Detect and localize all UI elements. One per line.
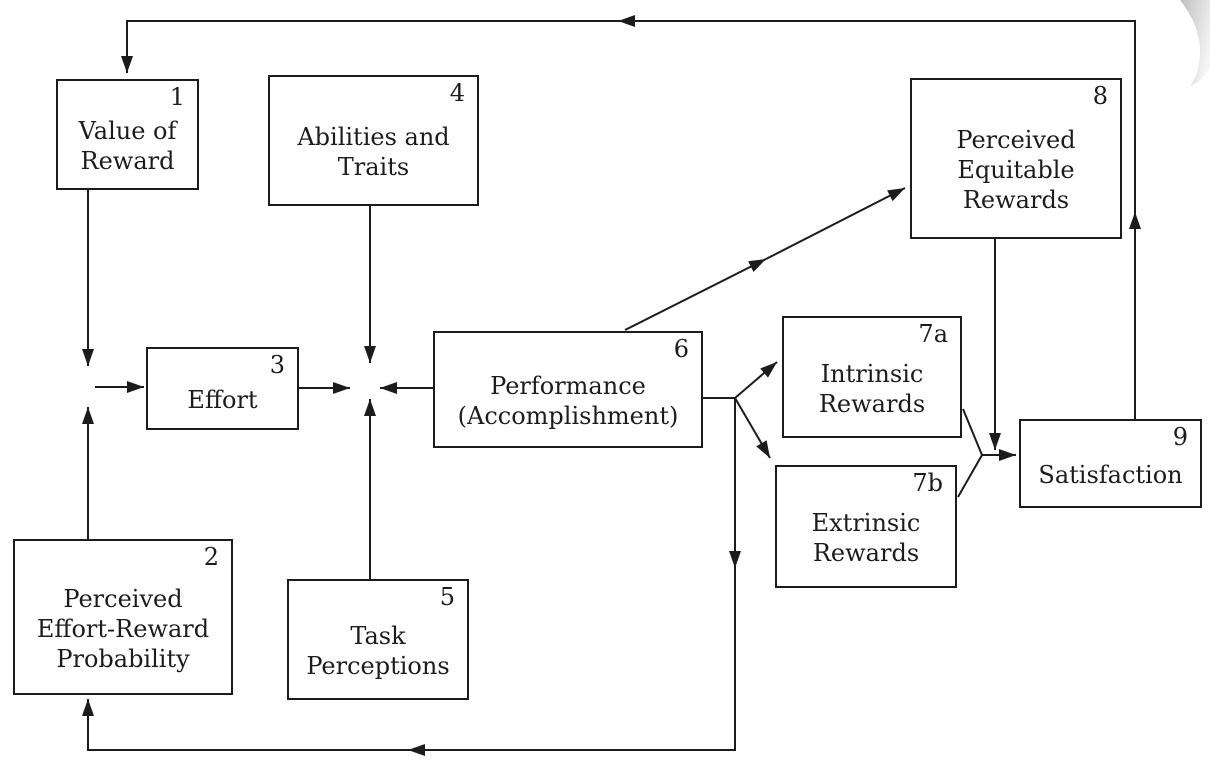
node-label: Performance (Accomplishment): [457, 372, 679, 430]
node-label: Abilities and Traits: [297, 123, 450, 181]
node-number: 5: [439, 583, 455, 611]
node-label: Intrinsic Rewards: [818, 359, 926, 418]
edge-satisfaction-feedback-into-value: [121, 20, 618, 73]
edge-performance-to-intrinsic: [734, 361, 778, 399]
node-intrinsic-rewards: 7a Intrinsic Rewards: [782, 316, 962, 438]
node-label: Satisfaction: [1038, 461, 1183, 489]
node-abilities-and-traits: 4 Abilities and Traits: [268, 75, 479, 206]
node-label: Perceived Equitable Rewards: [956, 126, 1076, 214]
edge-performance-to-extrinsic: [734, 397, 771, 459]
node-effort: 3 Effort: [146, 347, 299, 430]
node-number: 7b: [912, 469, 943, 497]
edge-satisfaction-feedback-across: [618, 15, 1136, 212]
edge-performance-feedback-across: [408, 568, 736, 756]
node-value-of-reward: 1 Value of Reward: [56, 79, 199, 190]
node-performance-accomplishment: 6 Performance (Accomplishment): [433, 331, 703, 448]
page-corner-decoration: [1180, 0, 1210, 86]
node-extrinsic-rewards: 7b Extrinsic Rewards: [775, 465, 957, 588]
node-number: 3: [269, 351, 285, 379]
node-satisfaction: 9 Satisfaction: [1019, 419, 1202, 508]
edge-performance-feedback-into-probability: [82, 699, 408, 751]
node-number: 1: [169, 83, 185, 111]
node-task-perceptions: 5 Task Perceptions: [287, 579, 469, 700]
node-number: 4: [449, 79, 465, 107]
node-number: 8: [1092, 82, 1108, 110]
node-label: Extrinsic Rewards: [811, 509, 921, 567]
edge-performance-to-equitable-1: [624, 258, 767, 331]
node-label: Value of Reward: [78, 117, 177, 175]
node-perceived-effort-reward-probability: 2 Perceived Effort-Reward Probability: [13, 539, 233, 695]
node-number: 2: [203, 543, 219, 571]
node-label: Task Perceptions: [306, 622, 450, 680]
node-number: 7a: [918, 320, 948, 348]
node-number: 6: [673, 335, 689, 363]
node-perceived-equitable-rewards: 8 Perceived Equitable Rewards: [910, 78, 1122, 239]
node-label: Perceived Effort-Reward Probability: [36, 584, 210, 673]
node-number: 9: [1172, 423, 1188, 451]
edge-performance-to-equitable-2: [765, 187, 906, 260]
node-label: Effort: [187, 386, 258, 414]
